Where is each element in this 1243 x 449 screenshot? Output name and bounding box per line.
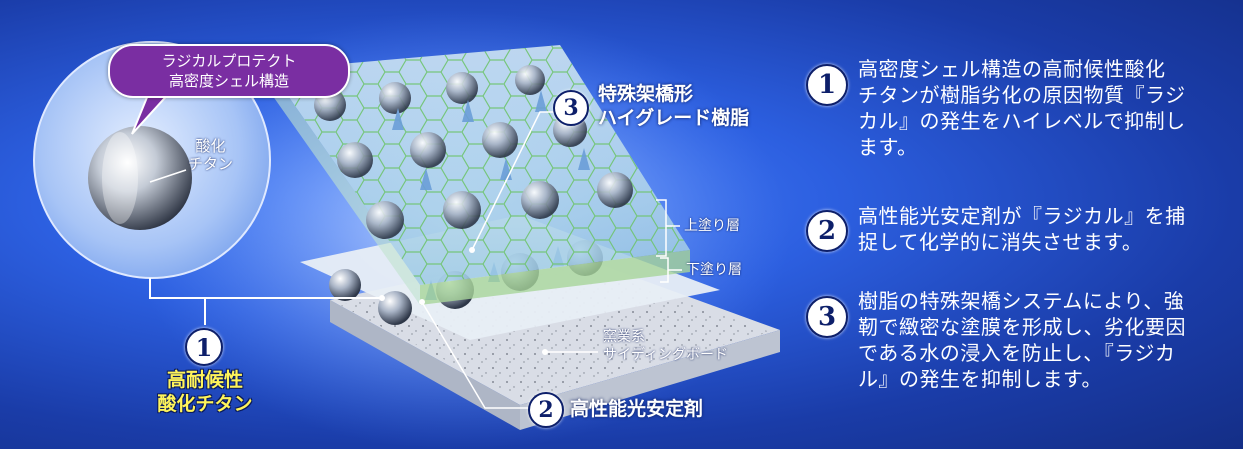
oxide-label-line-1: 酸化: [195, 137, 226, 155]
siding-board-label: 窯業系 サイディングボード: [603, 328, 728, 364]
description-3-line-2: 靭で緻密な塗膜を形成し、劣化要因: [858, 315, 1186, 339]
callout-number-3: 3: [553, 90, 589, 126]
titanium-line-1: 高耐候性: [166, 369, 243, 391]
oxide-label: 酸化 チタン: [188, 137, 233, 173]
stabilizer-particle: [378, 291, 412, 325]
description-3-line-1: 樹脂の特殊架橋システムにより、強: [858, 289, 1185, 313]
oxide-label-line-2: チタン: [188, 155, 234, 173]
siding-line-1: 窯業系: [603, 329, 645, 345]
stabilizer-leader-line: [421, 301, 528, 409]
description-3-line-4: ル』の発生を抑制します。: [858, 367, 1102, 391]
callout-number-1: 1: [185, 328, 223, 366]
description-1: 高密度シェル構造の高耐候性酸化 チタンが樹脂劣化の原因物質『ラジ カル』の発生を…: [858, 56, 1186, 160]
description-number-1: 1: [806, 64, 848, 106]
description-3: 樹脂の特殊架橋システムにより、強 靭で緻密な塗膜を形成し、劣化要因 である水の浸…: [858, 288, 1186, 392]
description-number-2: 2: [806, 210, 848, 252]
description-2: 高性能光安定剤が『ラジカル』を捕 捉して化学的に消失させます。: [858, 203, 1186, 255]
resin-line-1: 特殊架橋形: [598, 83, 694, 105]
description-1-line-3: カル』の発生をハイレベルで抑制し: [858, 109, 1186, 133]
description-1-line-1: 高密度シェル構造の高耐候性酸化: [858, 57, 1166, 81]
under-coat-label: 下塗り層: [686, 262, 742, 278]
top-coat-label: 上塗り層: [684, 218, 740, 234]
resin-callout-label: 特殊架橋形 ハイグレード樹脂: [598, 82, 749, 130]
titanium-leader-line: [149, 278, 382, 299]
bubble-line-2: 高密度シェル構造: [168, 72, 289, 90]
description-1-line-2: チタンが樹脂劣化の原因物質『ラジ: [858, 83, 1186, 107]
callout-number-2: 2: [528, 392, 564, 428]
description-number-3: 3: [806, 296, 848, 338]
shell-structure-bubble: ラジカルプロテクト 高密度シェル構造: [108, 44, 350, 98]
titanium-callout-label: 高耐候性 酸化チタン: [140, 368, 270, 416]
siding-line-2: サイディングボード: [603, 347, 729, 363]
titanium-line-2: 酸化チタン: [157, 393, 253, 415]
description-1-line-4: ます。: [858, 135, 918, 159]
bubble-line-1: ラジカルプロテクト: [161, 52, 297, 70]
description-2-line-1: 高性能光安定剤が『ラジカル』を捕: [858, 204, 1186, 228]
description-2-line-2: 捉して化学的に消失させます。: [858, 230, 1143, 254]
description-3-line-3: である水の浸入を防止し、『ラジカ: [858, 341, 1176, 365]
top-coat-bracket: [656, 199, 667, 257]
resin-line-2: ハイグレード樹脂: [598, 107, 750, 129]
stabilizer-callout-label: 高性能光安定剤: [570, 398, 704, 420]
titanium-oxide-particle: [88, 126, 192, 230]
